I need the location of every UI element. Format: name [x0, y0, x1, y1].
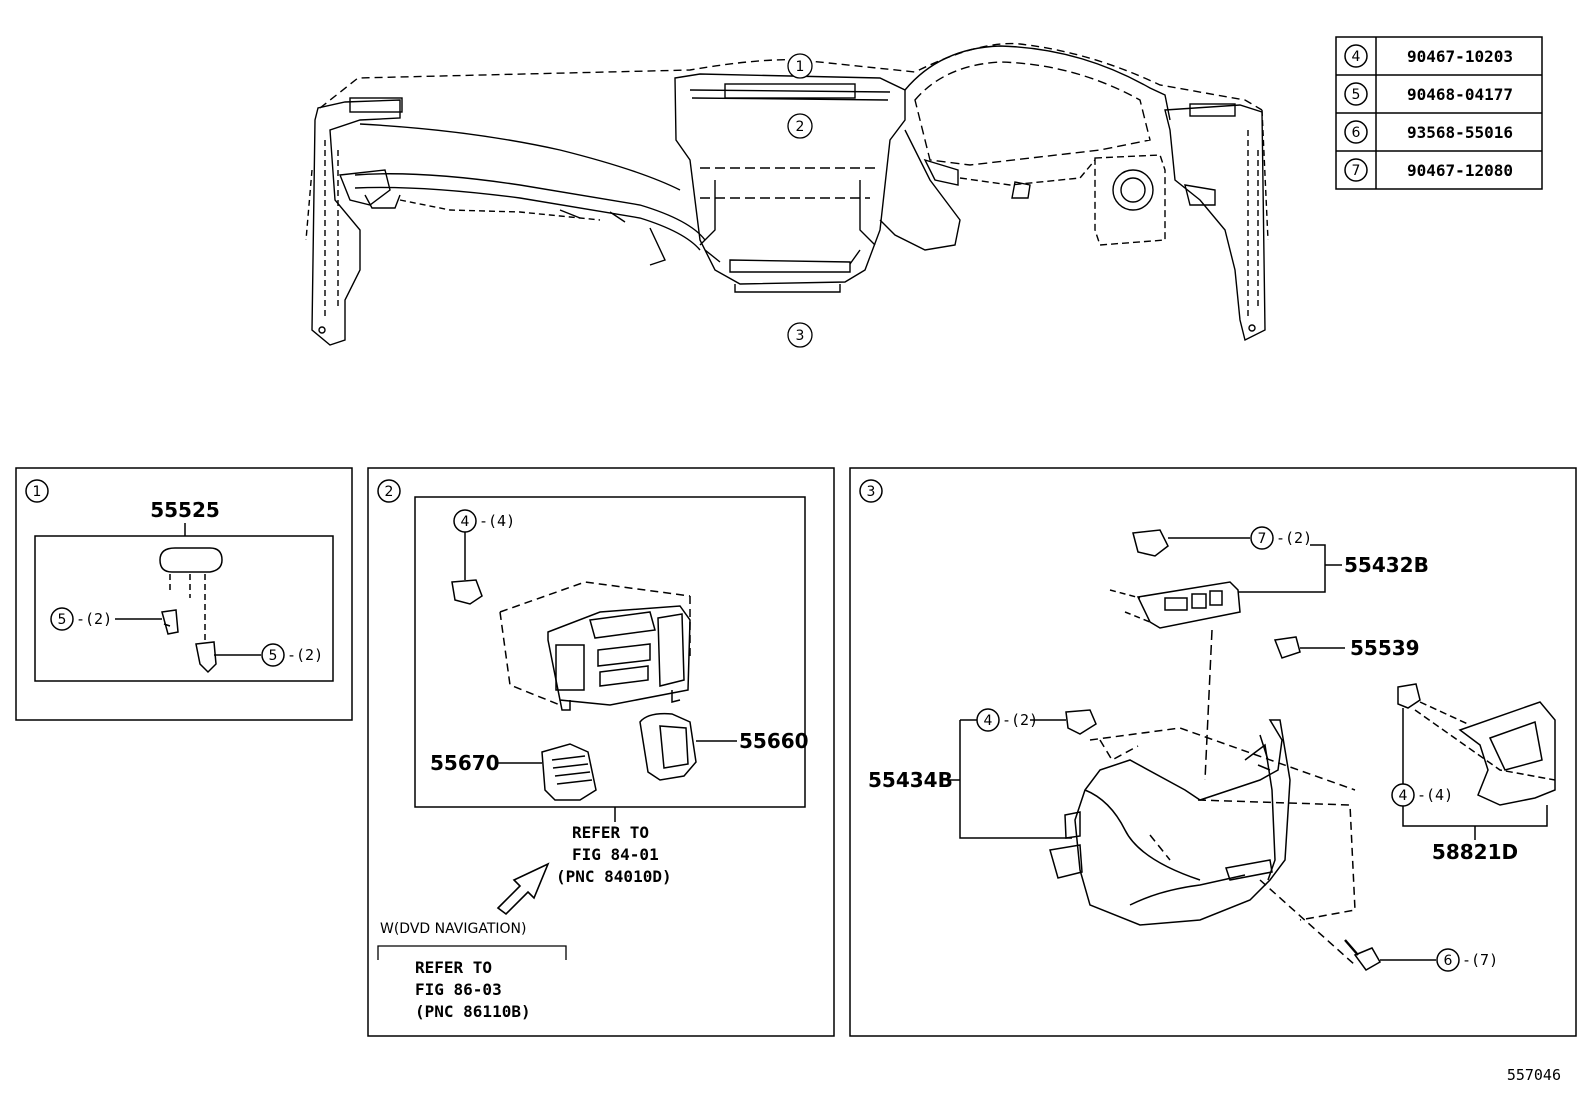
table-key-7: 7: [1352, 163, 1361, 179]
screw-qty: -(7): [1462, 951, 1498, 969]
part-58821D: 58821D: [1432, 840, 1518, 864]
table-key-6: 6: [1352, 125, 1361, 141]
panel-1-text: 1 55525 5 -(2) 5 -(2): [33, 484, 324, 664]
clip-right-key: 4: [1399, 788, 1408, 804]
panel-2-index: 2: [385, 484, 394, 500]
clip-top-qty: -(2): [1276, 529, 1312, 547]
option-label: W(DVD NAVIGATION): [380, 921, 526, 937]
refer1-line1: REFER TO: [572, 823, 649, 842]
refer1-line2: FIG 84-01: [572, 845, 659, 864]
clip-left-qty: -(2): [76, 610, 112, 628]
part-55539: 55539: [1350, 636, 1420, 660]
clip-top-key: 7: [1258, 531, 1267, 547]
table-part-5: 90468-04177: [1407, 85, 1513, 104]
clip-right-qty: -(4): [1417, 786, 1453, 804]
callout-2: 2: [796, 119, 805, 135]
parts-table: [1335, 36, 1543, 190]
part-55670: 55670: [430, 751, 500, 775]
main-callouts: 1 2 3: [787, 53, 813, 348]
table-part-4: 90467-10203: [1407, 47, 1513, 66]
clip-left-qty: -(2): [1002, 711, 1038, 729]
clip-left-key: 4: [984, 713, 993, 729]
panel-3: [849, 467, 1577, 1037]
panel-1: [15, 467, 353, 721]
dashboard-assembly-drawing: [305, 42, 1269, 346]
part-55525: 55525: [150, 498, 220, 522]
panel-2-text: 2 4 -(4) 55670 55660 REFER TO FIG 84-01 …: [380, 484, 809, 1021]
clip-right-qty: -(2): [287, 646, 323, 664]
clip-left-key: 5: [58, 612, 67, 628]
panel-1-index: 1: [33, 484, 42, 500]
figure-id: 557046: [1507, 1066, 1561, 1084]
panel-3-index: 3: [867, 484, 876, 500]
refer2-line2: FIG 86-03: [415, 980, 502, 999]
clip-right-key: 5: [269, 648, 278, 664]
refer2-line3: (PNC 86110B): [415, 1002, 531, 1021]
part-55434B: 55434B: [868, 768, 953, 792]
screw-key: 6: [1444, 953, 1453, 969]
parts-table-text: 4 5 6 7 90467-10203 90468-04177 93568-55…: [1352, 47, 1513, 180]
callout-1: 1: [796, 59, 805, 75]
part-55660: 55660: [739, 729, 809, 753]
table-key-5: 5: [1352, 87, 1361, 103]
callout-3: 3: [796, 328, 805, 344]
clip-key: 4: [461, 514, 470, 530]
clip-qty: -(4): [479, 512, 515, 530]
part-55432B: 55432B: [1344, 553, 1429, 577]
panel-3-text: 3 7 -(2) 55432B 55539 4 -(2) 55434B 4 -(…: [867, 484, 1519, 969]
table-part-7: 90467-12080: [1407, 161, 1513, 180]
refer2-line1: REFER TO: [415, 958, 492, 977]
refer1-line3: (PNC 84010D): [556, 867, 672, 886]
table-part-6: 93568-55016: [1407, 123, 1513, 142]
panel-2: [367, 467, 835, 1037]
table-key-4: 4: [1352, 49, 1361, 65]
